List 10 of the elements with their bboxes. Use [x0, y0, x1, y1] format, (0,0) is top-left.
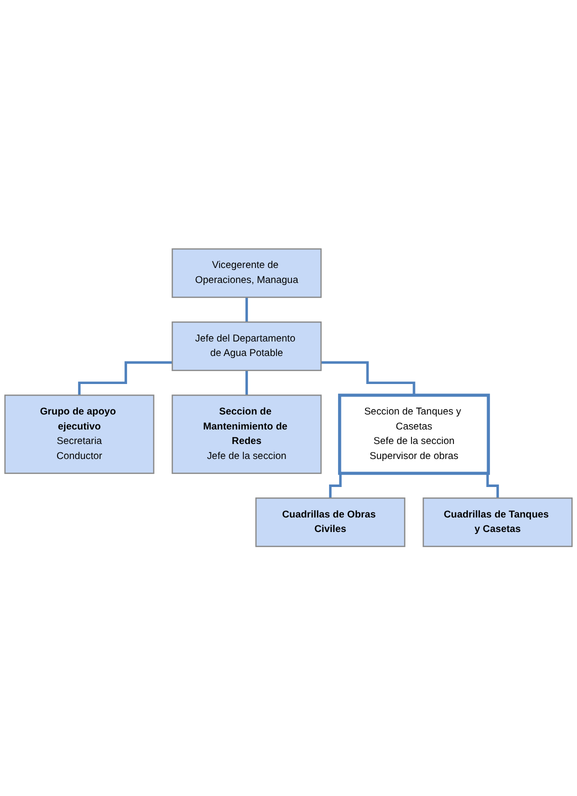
connector	[245, 369, 248, 397]
node-box: Seccion de Tanques y Casetas Sefe de la seccion Supervisor de obras	[338, 394, 490, 476]
node-box: Cuadrillas de Obras Civiles	[255, 498, 406, 548]
connector	[245, 296, 248, 324]
node-box: Vicegerente de Operaciones, Managua	[172, 248, 322, 298]
node-box: Cuadrillas de Tanques y Casetas	[422, 498, 573, 548]
node-box: Seccion de Mantenimiento de Redes Jefe de la seccion	[172, 394, 322, 474]
node-box: Jefe del Departamento de Agua Potable	[172, 322, 322, 372]
connector	[78, 362, 172, 397]
node-box: Grupo de apoyo ejecutivo Secretaria Conductor	[4, 394, 154, 474]
